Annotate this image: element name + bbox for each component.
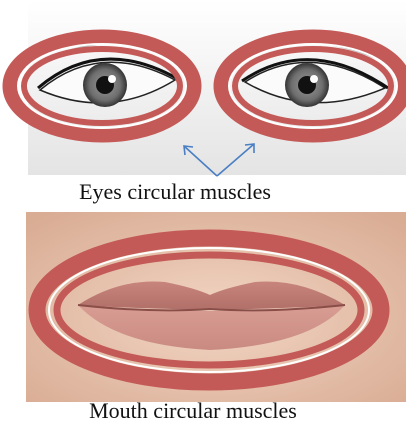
- eyes-caption: Eyes circular muscles: [0, 179, 378, 205]
- mouth-caption: Mouth circular muscles: [0, 398, 396, 424]
